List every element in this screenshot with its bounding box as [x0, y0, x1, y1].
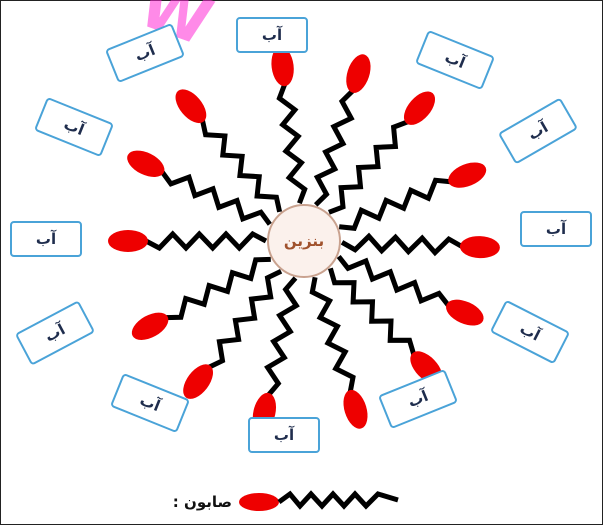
- water-label: آب: [262, 26, 283, 44]
- water-box: آب: [416, 31, 494, 89]
- water-box: آب: [16, 301, 94, 365]
- soap-tail: [313, 88, 355, 207]
- soap-head: [175, 89, 207, 124]
- water-box-border: [248, 417, 320, 453]
- soap-head: [459, 236, 500, 259]
- water-box-border: [491, 300, 569, 364]
- soap-head: [183, 364, 214, 399]
- water-box: آب: [111, 374, 189, 432]
- water-box-border: [520, 211, 592, 247]
- water-box: آب: [520, 211, 592, 247]
- soap-tail: [144, 230, 268, 252]
- soap-head: [445, 299, 484, 326]
- soap-head: [403, 91, 436, 125]
- water-label: آب: [274, 426, 295, 444]
- soap-tail: [327, 267, 417, 356]
- soap-molecules: [108, 46, 500, 433]
- water-box-border: [379, 370, 457, 428]
- water-box: آب: [236, 17, 308, 53]
- soap-tail: [264, 276, 300, 397]
- water-box-border: [111, 374, 189, 432]
- water-box: آب: [248, 417, 320, 453]
- benzene-circle: [267, 204, 341, 278]
- benzene-center: بنزین: [267, 204, 341, 278]
- water-label: آب: [36, 230, 57, 248]
- water-box: آب: [10, 221, 82, 257]
- water-box-border: [35, 98, 113, 156]
- legend-head: [239, 493, 279, 511]
- soap-tail: [338, 177, 451, 231]
- soap-tail: [309, 276, 356, 393]
- soap-head: [131, 312, 169, 340]
- soap-tail: [165, 256, 271, 321]
- soap-head: [108, 230, 148, 252]
- water-box: آب: [491, 300, 569, 364]
- soap-tail: [276, 83, 308, 205]
- legend-tail: [277, 490, 399, 510]
- water-box-border: [10, 221, 82, 257]
- soap-head: [346, 54, 371, 93]
- water-box: آب: [106, 24, 184, 82]
- water-box: آب: [499, 98, 577, 164]
- soap-tail: [199, 119, 283, 213]
- soap-head: [343, 389, 368, 429]
- soap-tail: [159, 170, 272, 226]
- water-box-border: [499, 98, 577, 164]
- soap-tail: [340, 232, 464, 257]
- soap-tail: [328, 119, 409, 215]
- soap-head: [271, 46, 294, 87]
- water-box: آب: [35, 98, 113, 156]
- water-box-border: [106, 24, 184, 82]
- soap-tail: [336, 254, 451, 307]
- water-box-border: [16, 301, 94, 365]
- soap-head: [448, 162, 487, 188]
- water-box-border: [416, 31, 494, 89]
- legend: : صابون: [173, 490, 399, 511]
- soap-head: [127, 150, 165, 178]
- soap-tail: [207, 269, 283, 370]
- benzene-label: بنزین: [284, 232, 324, 250]
- water-box-border: [236, 17, 308, 53]
- legend-label: : صابون: [173, 493, 232, 511]
- water-box: آب: [379, 370, 457, 428]
- water-label: آب: [546, 220, 567, 238]
